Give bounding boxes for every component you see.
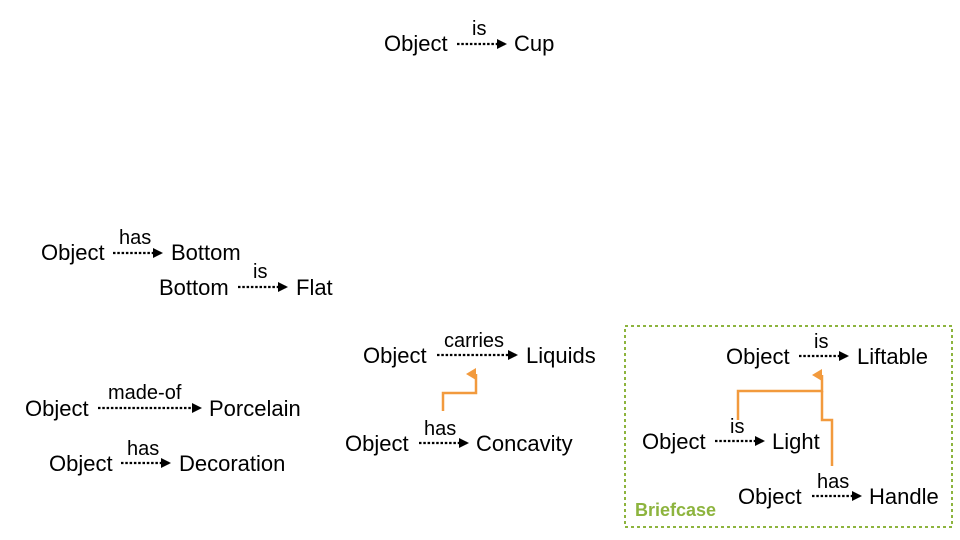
object-label: Flat [296, 275, 333, 300]
subject-label: Object [384, 31, 448, 56]
subject-label: Object [726, 344, 790, 369]
relation-label: carries [444, 330, 504, 352]
relation-label: has [127, 438, 159, 460]
relation-label: is [472, 18, 486, 40]
relation-label: has [119, 227, 151, 249]
relation-label: is [814, 331, 828, 353]
relation-label: has [817, 471, 849, 493]
triple-object-has-handle: Object has Handle [738, 471, 939, 509]
triple-object-made-of-porcelain: Object made-of Porcelain [25, 382, 301, 421]
object-label: Handle [869, 484, 939, 509]
subject-label: Object [345, 431, 409, 456]
subject-label: Object [41, 240, 105, 265]
triple-object-carries-liquids: Object carries Liquids [363, 330, 596, 368]
object-label: Concavity [476, 431, 573, 456]
link-concavity-to-liquids [441, 368, 478, 411]
triple-object-is-liftable: Object is Liftable [726, 331, 928, 369]
triple-object-has-decoration: Object has Decoration [49, 438, 285, 476]
object-label: Porcelain [209, 396, 301, 421]
object-label: Light [772, 429, 820, 454]
subject-label: Object [25, 396, 89, 421]
triple-bottom-is-flat: Bottom is Flat [159, 261, 333, 300]
triple-object-has-concavity: Object has Concavity [345, 418, 573, 456]
subject-label: Bottom [159, 275, 229, 300]
subject-label: Object [49, 451, 113, 476]
object-label: Cup [514, 31, 554, 56]
triple-object-is-cup: Object is Cup [384, 18, 554, 56]
object-label: Liftable [857, 344, 928, 369]
relation-label: is [253, 261, 267, 283]
subject-label: Object [642, 429, 706, 454]
object-label: Bottom [171, 240, 241, 265]
triple-object-has-bottom: Object has Bottom [41, 227, 241, 265]
relation-label: made-of [108, 382, 182, 404]
briefcase-group-box [624, 325, 953, 528]
relation-label: has [424, 418, 456, 440]
object-label: Liquids [526, 343, 596, 368]
briefcase-group-label: Briefcase [635, 500, 716, 520]
triple-object-is-light: Object is Light [642, 416, 820, 454]
subject-label: Object [738, 484, 802, 509]
relation-label: is [730, 416, 744, 438]
link-light-to-liftable [736, 369, 824, 420]
subject-label: Object [363, 343, 427, 368]
object-label: Decoration [179, 451, 285, 476]
link-handle-to-liftable [820, 391, 834, 466]
